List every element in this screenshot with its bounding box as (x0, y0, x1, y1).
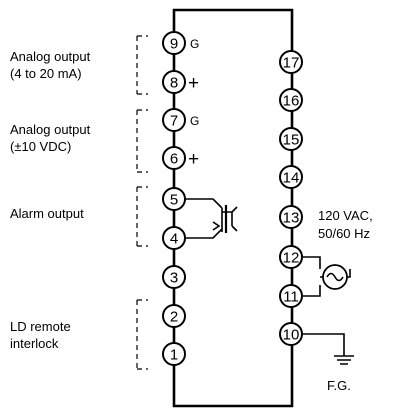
svg-text:11: 11 (283, 289, 299, 306)
analog-current-label-line1: Analog output (10, 49, 91, 64)
interlock-label-line1: LD remote (10, 319, 71, 334)
terminal-8: 8 (162, 70, 186, 94)
terminal-9: 9 (162, 31, 186, 55)
ac-source-icon (322, 264, 348, 290)
ground-marker-9: G (190, 37, 199, 51)
terminal-11: 11 (279, 284, 303, 308)
terminal-17: 17 (279, 50, 303, 74)
terminal-1: 1 (162, 342, 186, 366)
terminal-7: 7 (162, 108, 186, 132)
terminal-3: 3 (162, 265, 186, 289)
alarm-output-label: Alarm output (10, 206, 84, 221)
terminal-16: 16 (279, 88, 303, 112)
terminal-4: 4 (162, 226, 186, 250)
svg-text:6: 6 (170, 151, 178, 168)
ac-power-wiring (303, 256, 351, 297)
svg-text:14: 14 (283, 170, 300, 187)
bracket-analog-voltage (136, 109, 148, 173)
terminal-15: 15 (279, 127, 303, 151)
svg-text:10: 10 (283, 327, 300, 344)
svg-text:5: 5 (170, 192, 178, 209)
analog-voltage-label-line2: (±10 VDC) (10, 139, 71, 154)
bracket-analog-current (136, 35, 148, 95)
terminal-13: 13 (279, 205, 303, 229)
svg-text:16: 16 (283, 93, 300, 110)
svg-text:8: 8 (170, 75, 178, 92)
svg-text:7: 7 (170, 113, 178, 130)
svg-text:2: 2 (170, 309, 178, 326)
bracket-alarm (136, 186, 148, 247)
terminal-12: 12 (279, 245, 303, 269)
bracket-interlock (136, 299, 148, 370)
svg-text:9: 9 (170, 36, 178, 53)
svg-text:13: 13 (283, 210, 300, 227)
terminal-6: 6 (162, 146, 186, 170)
ground-marker-7: G (190, 114, 199, 128)
power-label-line1: 120 VAC, (318, 208, 373, 223)
analog-voltage-label-line1: Analog output (10, 122, 91, 137)
terminal-5: 5 (162, 187, 186, 211)
interlock-label-line2: interlock (10, 336, 59, 351)
terminal-14: 14 (279, 165, 303, 189)
svg-text:17: 17 (283, 55, 300, 72)
plus-marker-6: + (188, 149, 199, 170)
svg-text:4: 4 (170, 231, 178, 248)
terminal-2: 2 (162, 304, 186, 328)
frame-ground-wiring (303, 333, 354, 365)
svg-text:15: 15 (283, 132, 300, 149)
terminal-10: 10 (279, 322, 303, 346)
power-label-line2: 50/60 Hz (318, 226, 370, 241)
svg-text:3: 3 (170, 270, 178, 287)
svg-text:12: 12 (283, 250, 300, 267)
analog-current-label-line2: (4 to 20 mA) (10, 66, 82, 81)
terminal-block-outline (172, 8, 294, 408)
plus-marker-8: + (188, 73, 199, 94)
alarm-transistor-symbol (185, 198, 238, 239)
frame-ground-label: F.G. (327, 378, 351, 393)
svg-text:1: 1 (170, 347, 178, 364)
